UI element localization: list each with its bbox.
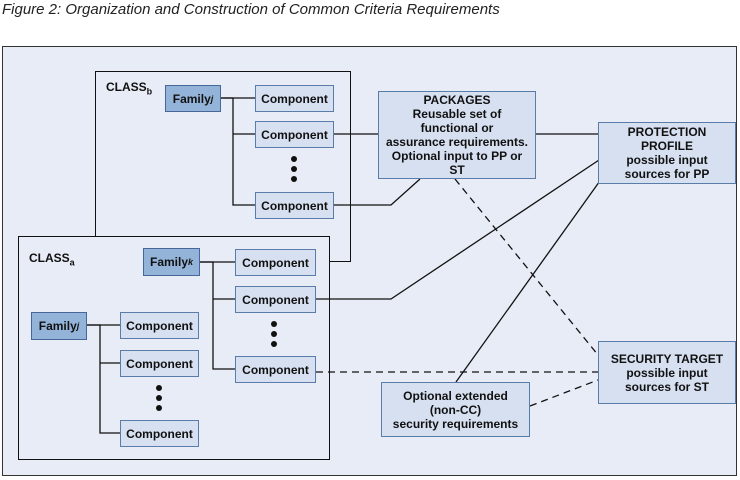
figure-caption: Figure 2: Organization and Construction … xyxy=(2,1,500,18)
ellipsis-dot xyxy=(291,176,297,182)
packages-title: PACKAGES xyxy=(423,93,491,107)
packages-line: Optional input to PP or ST xyxy=(391,149,523,177)
packages-line: functional or xyxy=(420,121,494,135)
class-a-label: CLASSa xyxy=(29,251,75,268)
ellipsis-dot xyxy=(271,321,277,327)
ellipsis-dot xyxy=(271,331,277,337)
class-a-family-j-component-1: Component xyxy=(120,312,199,339)
class-a-family-j-component-2: Component xyxy=(120,350,199,377)
packages-line: Reusable set of xyxy=(412,107,502,121)
protection-profile-line: possible input xyxy=(626,153,708,167)
class-a-family-k-component-3: Component xyxy=(235,356,316,383)
class-a-family-k-component-1: Component xyxy=(235,249,316,276)
ellipsis-dot xyxy=(291,166,297,172)
ellipsis-dot xyxy=(271,341,277,347)
protection-profile-line: sources for PP xyxy=(624,167,710,181)
packages-line: assurance requirements. xyxy=(385,135,529,149)
ellipsis-dot xyxy=(156,395,162,401)
extended-line: Optional extended xyxy=(403,388,508,403)
ellipsis-dot xyxy=(156,405,162,411)
class-b-component-2: Component xyxy=(255,121,334,148)
class-b-label: CLASSb xyxy=(106,80,153,97)
security-target-line: possible input xyxy=(626,365,708,380)
class-a-family-j-component-3: Component xyxy=(120,420,199,447)
ellipsis-dot xyxy=(291,156,297,162)
extended-line: (non-CC) xyxy=(429,402,482,417)
security-target-line: sources for ST xyxy=(624,379,710,394)
protection-profile-box: PROTECTION PROFILE possible input source… xyxy=(598,122,736,184)
security-target-box: SECURITY TARGET possible input sources f… xyxy=(598,341,736,404)
packages-box: PACKAGES Reusable set of functional or a… xyxy=(378,91,536,179)
class-a-family-k-component-2: Component xyxy=(235,286,316,313)
security-target-title: SECURITY TARGET xyxy=(610,351,724,366)
extended-line: security requirements xyxy=(392,416,519,431)
protection-profile-title: PROTECTION PROFILE xyxy=(627,125,707,153)
ellipsis-dot xyxy=(156,385,162,391)
class-b-component-1: Component xyxy=(255,85,334,112)
extended-requirements-box: Optional extended (non-CC) security requ… xyxy=(381,382,530,437)
class-b-component-3: Component xyxy=(255,192,334,219)
